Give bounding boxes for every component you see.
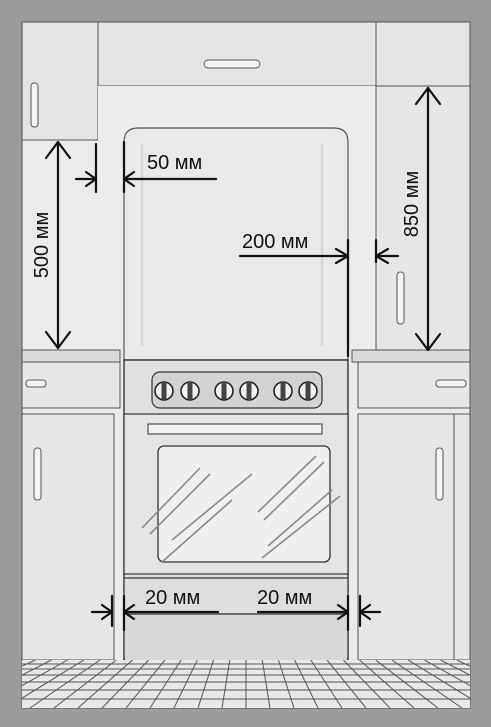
stove-lid <box>123 127 349 361</box>
dimension-50mm-line <box>74 140 218 194</box>
dimension-20mm-right-line <box>256 594 382 632</box>
control-panel <box>151 371 323 409</box>
wall-cabinet-right <box>375 21 471 87</box>
label-50mm: 50 мм <box>147 152 202 174</box>
base-cabinet-left <box>21 349 121 661</box>
knob-grip <box>246 383 252 399</box>
drawer-handle <box>25 379 47 388</box>
cabinet-handle <box>435 447 444 501</box>
cabinet-handle <box>33 447 42 501</box>
floor-tiles <box>22 660 470 708</box>
knob-grip <box>187 383 193 399</box>
stove-base <box>123 613 349 667</box>
storage-drawer <box>123 577 349 615</box>
dimension-200mm-line <box>238 238 400 358</box>
label-200mm: 200 мм <box>242 231 308 253</box>
hood-cabinet <box>97 21 377 87</box>
glass-reflection <box>141 455 341 563</box>
knob-grip <box>221 383 227 399</box>
label-850mm: 850 мм <box>401 171 423 237</box>
countertop-left <box>21 349 121 363</box>
tall-cabinet-right <box>375 85 471 351</box>
drawer-handle <box>435 379 467 388</box>
oven-window <box>157 445 331 563</box>
cabinet-handle <box>203 59 261 69</box>
dimension-850mm-line <box>414 86 442 352</box>
cabinet-handle <box>30 82 39 128</box>
stove <box>123 359 349 667</box>
knob-grip <box>161 383 167 399</box>
label-20mm-right: 20 мм <box>257 587 312 609</box>
dimension-20mm-left-line <box>90 594 220 632</box>
cabinet-handle <box>396 271 405 325</box>
wall-cabinet-left <box>21 21 99 141</box>
knob-grip <box>280 383 286 399</box>
label-500mm: 500 мм <box>31 212 53 278</box>
oven-handle <box>147 423 323 435</box>
dimension-500mm-line <box>44 140 72 350</box>
label-20mm-left: 20 мм <box>145 587 200 609</box>
countertop-right <box>351 349 471 363</box>
knob-grip <box>305 383 311 399</box>
base-cabinet-right <box>351 349 471 661</box>
